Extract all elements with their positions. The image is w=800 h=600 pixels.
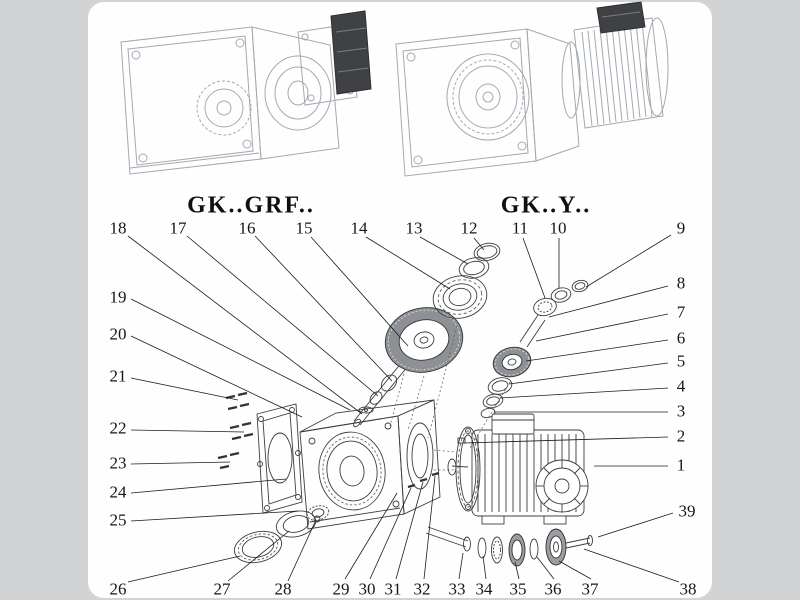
callout-15: 15 <box>295 218 313 238</box>
callout-29: 29 <box>332 579 350 599</box>
housing-body <box>299 399 441 530</box>
screws <box>217 391 254 470</box>
callout-34: 34 <box>475 579 493 599</box>
callout-9: 9 <box>676 218 686 238</box>
callout-6: 6 <box>676 328 686 348</box>
callout-2: 2 <box>676 426 686 446</box>
output-shaft-assembly <box>425 526 593 567</box>
callout-39: 39 <box>678 501 696 521</box>
exploded-view-drawing <box>217 242 593 567</box>
callout-37: 37 <box>581 579 599 599</box>
callout-38: 38 <box>679 579 697 599</box>
input-shaft-assembly <box>353 242 501 428</box>
callout-36: 36 <box>544 579 562 599</box>
callout-23: 23 <box>109 453 127 473</box>
callout-21: 21 <box>109 366 127 386</box>
leader-lines <box>127 234 680 583</box>
callout-32: 32 <box>413 579 431 599</box>
callout-30: 30 <box>358 579 376 599</box>
variant-label-y: GK..Y.. <box>500 192 592 219</box>
callout-22: 22 <box>109 418 127 438</box>
callout-24: 24 <box>109 482 127 502</box>
callout-14: 14 <box>350 218 368 238</box>
callout-35: 35 <box>509 579 527 599</box>
callout-33: 33 <box>448 579 466 599</box>
callout-8: 8 <box>676 273 686 293</box>
bottom-left-rings <box>233 505 330 564</box>
callout-27: 27 <box>213 579 231 599</box>
flange-plate <box>256 403 303 514</box>
motor-flange-bolts <box>407 471 440 489</box>
callout-1: 1 <box>676 455 686 475</box>
callout-16: 16 <box>238 218 256 238</box>
callout-26: 26 <box>109 579 127 599</box>
callout-10: 10 <box>549 218 567 238</box>
callout-20: 20 <box>109 324 127 344</box>
callout-12: 12 <box>460 218 478 238</box>
electric-motor <box>447 413 589 525</box>
callout-31: 31 <box>384 579 402 599</box>
assembly-axis-dotted-lines <box>389 321 511 471</box>
callout-13: 13 <box>405 218 423 238</box>
callout-4: 4 <box>676 376 686 396</box>
callout-17: 17 <box>169 218 187 238</box>
callout-3: 3 <box>676 401 686 421</box>
gearbox-y-drawing <box>395 1 669 177</box>
motor-input-assembly <box>480 279 589 419</box>
callout-5: 5 <box>676 351 686 371</box>
callout-11: 11 <box>511 218 529 238</box>
dowel-pin <box>457 437 466 444</box>
callout-19: 19 <box>109 287 127 307</box>
variant-label-grf: GK..GRF.. <box>187 192 315 219</box>
callout-25: 25 <box>109 510 127 530</box>
callout-28: 28 <box>274 579 292 599</box>
gearbox-grf-drawing <box>120 10 372 175</box>
callout-7: 7 <box>676 302 686 322</box>
callout-18: 18 <box>109 218 127 238</box>
